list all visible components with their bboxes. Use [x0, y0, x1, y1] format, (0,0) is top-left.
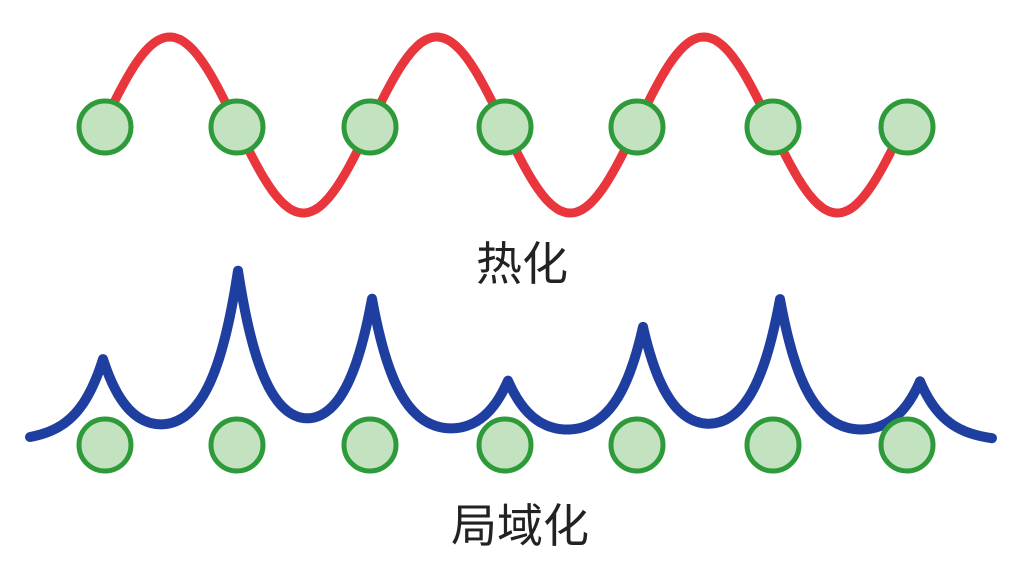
thermal-label: 热化 — [476, 237, 568, 291]
localized-wave — [25, 265, 997, 444]
localized-site — [476, 416, 534, 474]
localized-site — [76, 416, 134, 474]
thermal-site — [476, 98, 534, 156]
thermal-site — [76, 98, 134, 156]
localized-site — [208, 416, 266, 474]
localized-site — [341, 416, 399, 474]
localized-site — [744, 416, 802, 474]
thermal-site — [608, 98, 666, 156]
localized-label: 局域化 — [451, 499, 589, 553]
thermal-site — [341, 98, 399, 156]
thermal-sites — [76, 98, 936, 156]
thermal-site — [744, 98, 802, 156]
thermal-site — [208, 98, 266, 156]
localized-site — [878, 416, 936, 474]
localized-sites — [76, 416, 936, 474]
thermal-site — [878, 98, 936, 156]
localized-site — [608, 416, 666, 474]
